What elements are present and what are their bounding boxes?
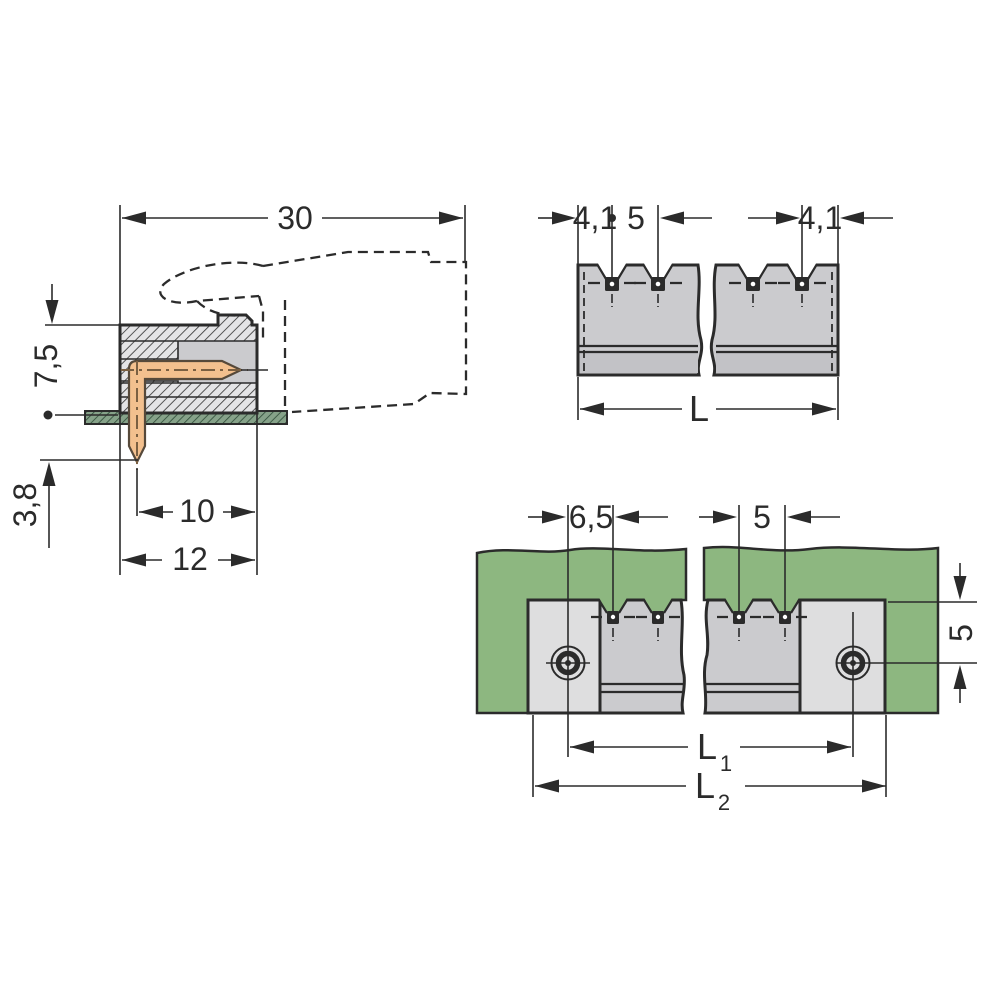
dimension-pin-length-below: 3,8 [7, 462, 56, 548]
arrowhead-right [812, 402, 836, 416]
pin-contact-center [782, 614, 788, 620]
arrowhead-right [552, 211, 576, 225]
dim-label-L1-sub: 1 [720, 751, 732, 776]
arrowhead-right [713, 510, 737, 524]
arrowhead-down [953, 576, 967, 600]
front-view: 4,1 5 4,1 L [538, 200, 893, 429]
arrowhead-left [615, 510, 639, 524]
notch-opening [644, 597, 672, 613]
header-band-lines [600, 682, 800, 694]
arrowhead-up [42, 462, 56, 486]
housing-top-wall-hatch [120, 325, 257, 341]
housing-strip-right-foot [716, 352, 836, 373]
dimension-end-margin-right: 4,1 [748, 200, 893, 236]
dim-label-3-8: 3,8 [7, 483, 43, 527]
arrowhead-left [660, 211, 684, 225]
arrowhead-left [580, 402, 604, 416]
mating-plug-latch-inner-dashed [196, 300, 244, 317]
pin-contact-center [655, 281, 661, 287]
notch-walls [642, 263, 674, 280]
notch-walls [724, 599, 754, 614]
dim-label-L: L [689, 388, 709, 429]
solder-pin [127, 359, 244, 465]
pin-contact-center [799, 281, 805, 287]
pin-slot [729, 262, 777, 307]
pin-slot [634, 262, 682, 307]
dimension-pin-pitch-front: 5 [627, 200, 712, 236]
dimension-screw-to-pin: 6,5 [528, 499, 668, 535]
dimension-edge-to-screw-axis: 5 [943, 563, 979, 703]
side-view: 30 7,5 3,8 10 12 [7, 200, 468, 577]
arrowhead-left [787, 510, 811, 524]
housing-strip-right [709, 263, 840, 377]
dimension-height-above-board: 7,5 [28, 284, 64, 388]
dimension-body-depth: 12 [122, 541, 255, 577]
arrowhead-up [953, 665, 967, 689]
datum-dot [43, 410, 53, 420]
arrowhead-right [827, 740, 851, 754]
housing-strip-left-foot [580, 352, 698, 373]
arrowhead-left [122, 553, 146, 567]
notch-walls [598, 599, 628, 614]
pcb-board-left [475, 547, 688, 715]
dimension-pin-pitch-top: 5 [699, 499, 840, 535]
dim-label-5-pitch: 5 [753, 499, 771, 535]
dimension-end-margin-left: 4,1 [538, 200, 617, 236]
arrowhead-left [535, 779, 559, 793]
dim-label-L1: L [697, 726, 717, 767]
dim-label-6-5: 6,5 [569, 499, 613, 535]
dim-label-4-1-left: 4,1 [573, 200, 617, 236]
notch-walls [596, 263, 628, 280]
mating-plug-nose-dashed [257, 295, 265, 340]
housing-outline [118, 313, 259, 415]
dim-label-12: 12 [172, 541, 208, 577]
dimension-l1: L 1 [570, 726, 851, 776]
dimension-l2: L 2 [535, 765, 886, 815]
notch-walls [643, 599, 673, 614]
arrowhead-right [439, 211, 463, 225]
pin-slot-top [717, 597, 761, 641]
dim-label-L2: L [695, 765, 715, 806]
pin-contact-center [750, 281, 756, 287]
housing-top-tab-hatch [218, 315, 252, 325]
pcb-board-right [702, 545, 940, 715]
mounting-flange-right [798, 598, 887, 715]
arrowhead-right [231, 553, 255, 567]
mating-plug-outline-dashed [262, 250, 468, 414]
arrowhead-down [45, 300, 59, 324]
dimension-total-depth: 30 [122, 200, 463, 236]
dim-label-30: 30 [277, 200, 313, 236]
arrowhead-right [542, 510, 566, 524]
notch-walls [737, 263, 769, 280]
arrowhead-left [139, 505, 163, 519]
mating-plug-latch-dashed [159, 261, 264, 304]
housing-band-lines [578, 344, 838, 354]
top-view: 6,5 5 5 L 1 [475, 499, 979, 815]
dim-label-7-5: 7,5 [28, 344, 64, 388]
pin-slot-top [636, 597, 680, 641]
notch-walls [770, 599, 800, 614]
dim-label-5: 5 [627, 200, 645, 236]
pin-contact-center [655, 614, 661, 620]
arrowhead-right [862, 779, 886, 793]
dim-label-10: 10 [179, 493, 215, 529]
pin-contact-center [736, 614, 742, 620]
housing-strip-left [576, 263, 704, 377]
arrowhead-right [776, 211, 800, 225]
pin-contact-center [609, 281, 615, 287]
dimension-pin-to-face: 10 [139, 493, 255, 529]
notch-walls [786, 263, 818, 280]
arrowhead-left [122, 211, 146, 225]
dim-label-5-depth: 5 [943, 624, 979, 642]
pin-contact-center [610, 614, 616, 620]
arrowhead-right [231, 505, 255, 519]
dimension-total-length: L [577, 377, 839, 429]
dim-label-4-1-right: 4,1 [798, 200, 842, 236]
arrowhead-left [570, 740, 594, 754]
dim-label-L2-sub: 2 [718, 790, 730, 815]
dim-origin-dot [608, 214, 616, 222]
arrowhead-left [840, 211, 864, 225]
